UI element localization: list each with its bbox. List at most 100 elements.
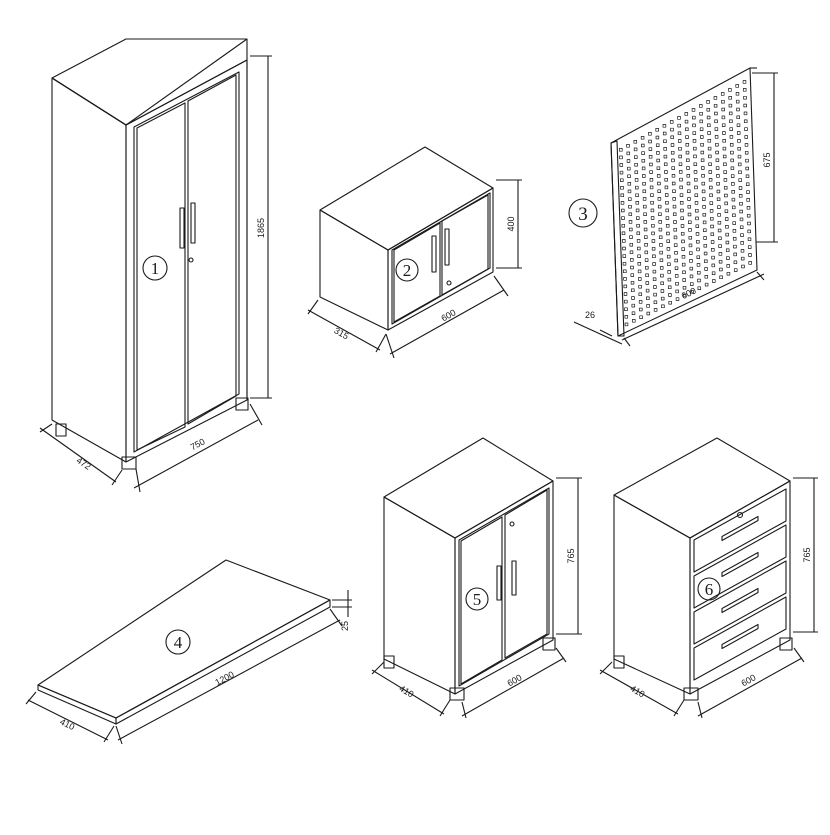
peg-hole bbox=[648, 139, 652, 144]
cabinet-5-door-right bbox=[504, 489, 548, 659]
peg-hole bbox=[651, 223, 655, 228]
peg-hole bbox=[748, 253, 752, 257]
cabinet-5-lock-icon bbox=[509, 521, 515, 527]
peg-hole bbox=[652, 269, 657, 274]
peg-hole bbox=[619, 170, 624, 175]
peg-hole bbox=[742, 88, 747, 92]
peg-hole bbox=[621, 208, 625, 213]
peg-hole bbox=[700, 150, 705, 155]
peg-hole bbox=[628, 204, 632, 209]
peg-hole bbox=[729, 143, 734, 147]
peg-hole bbox=[726, 271, 731, 276]
peg-hole bbox=[736, 131, 741, 135]
peg-hole bbox=[652, 262, 656, 266]
peg-hole bbox=[673, 220, 677, 224]
item-4-badge bbox=[165, 629, 191, 655]
peg-hole bbox=[636, 239, 641, 243]
cabinet-2-handle-left bbox=[431, 235, 437, 273]
item-1-badge bbox=[142, 255, 168, 281]
peg-hole bbox=[639, 307, 643, 312]
peg-hole bbox=[718, 259, 723, 264]
peg-hole bbox=[745, 182, 750, 186]
peg-hole bbox=[725, 232, 729, 237]
peg-hole bbox=[723, 170, 727, 174]
peg-hole bbox=[703, 251, 708, 256]
peg-hole bbox=[724, 209, 729, 213]
peg-hole bbox=[643, 204, 647, 209]
peg-hole bbox=[633, 140, 638, 144]
peg-hole bbox=[623, 277, 627, 281]
peg-hole bbox=[715, 166, 720, 170]
peg-hole bbox=[655, 135, 660, 140]
peg-hole bbox=[699, 111, 703, 116]
peg-hole bbox=[666, 247, 671, 251]
pegboard: 3 675 600 26 bbox=[568, 67, 778, 347]
peg-hole bbox=[735, 99, 740, 104]
peg-hole bbox=[730, 158, 734, 163]
peg-hole bbox=[634, 162, 638, 167]
dim-5-depth: 410 bbox=[397, 683, 415, 699]
peg-hole bbox=[686, 166, 690, 170]
peg-hole bbox=[677, 123, 681, 128]
peg-hole bbox=[684, 119, 689, 124]
dim-1-depth: 472 bbox=[75, 455, 93, 472]
peg-hole bbox=[665, 216, 670, 220]
peg-hole bbox=[721, 115, 726, 120]
peg-hole bbox=[651, 246, 656, 251]
peg-hole bbox=[646, 296, 650, 301]
peg-hole bbox=[620, 201, 625, 205]
peg-hole bbox=[724, 201, 728, 206]
peg-hole bbox=[718, 244, 722, 248]
peg-hole bbox=[634, 170, 639, 175]
peg-hole bbox=[665, 224, 670, 228]
peg-hole bbox=[706, 115, 711, 120]
peg-hole bbox=[743, 119, 748, 124]
peg-hole bbox=[699, 127, 704, 131]
peg-hole bbox=[645, 288, 650, 293]
peg-hole bbox=[667, 270, 671, 274]
peg-hole bbox=[712, 279, 716, 283]
peg-hole bbox=[731, 190, 735, 194]
peg-hole bbox=[721, 123, 726, 127]
peg-hole bbox=[702, 212, 707, 217]
dim-3-depth: 26 bbox=[585, 310, 595, 320]
peg-hole bbox=[670, 150, 675, 155]
pegboard-edge bbox=[610, 140, 625, 337]
peg-hole bbox=[659, 250, 663, 255]
peg-hole bbox=[644, 243, 648, 247]
peg-hole bbox=[658, 212, 662, 216]
peg-hole bbox=[684, 112, 689, 116]
peg-hole bbox=[723, 162, 727, 167]
peg-hole bbox=[686, 158, 690, 163]
worktop-top bbox=[37, 559, 331, 719]
peg-hole bbox=[660, 281, 664, 286]
drawer-front bbox=[693, 560, 787, 645]
peg-hole bbox=[716, 174, 720, 178]
cabinet-2-lock-icon bbox=[446, 280, 452, 286]
peg-hole bbox=[681, 247, 685, 251]
peg-hole bbox=[732, 229, 737, 233]
peg-hole bbox=[674, 274, 679, 278]
peg-hole bbox=[656, 166, 661, 170]
peg-hole bbox=[711, 263, 716, 268]
peg-hole bbox=[656, 151, 660, 155]
peg-hole bbox=[634, 155, 638, 159]
peg-hole bbox=[740, 256, 745, 261]
peg-hole bbox=[721, 107, 725, 112]
peg-hole bbox=[700, 135, 704, 139]
peg-hole bbox=[689, 251, 693, 255]
peg-hole bbox=[737, 146, 741, 151]
peg-hole bbox=[725, 225, 729, 229]
peg-hole bbox=[730, 174, 735, 178]
peg-hole bbox=[623, 269, 627, 274]
peg-hole bbox=[659, 258, 664, 263]
dim-4-thickness: 25 bbox=[340, 621, 350, 631]
peg-hole bbox=[709, 193, 713, 198]
peg-hole bbox=[744, 135, 748, 139]
worktop-front-edge bbox=[115, 599, 331, 725]
peg-hole bbox=[725, 240, 730, 245]
peg-hole bbox=[645, 273, 649, 278]
peg-hole bbox=[704, 275, 709, 279]
peg-hole bbox=[745, 166, 749, 171]
peg-hole bbox=[619, 163, 624, 167]
